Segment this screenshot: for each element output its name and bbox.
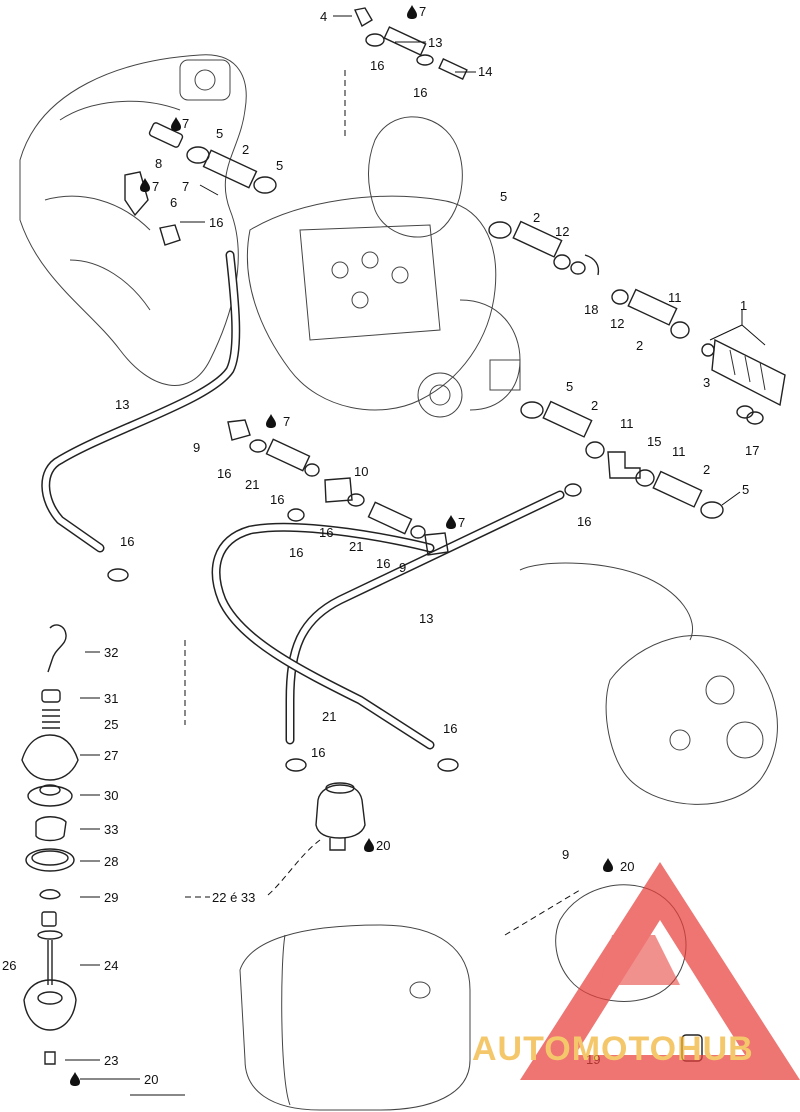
callout-7: 7 — [182, 116, 189, 131]
callout-16: 16 — [413, 85, 427, 100]
callout-20: 20 — [620, 859, 634, 874]
callout-28: 28 — [104, 854, 118, 869]
callout-17: 17 — [745, 443, 759, 458]
callout-16: 16 — [443, 721, 457, 736]
callout-16: 16 — [370, 58, 384, 73]
callout-3: 3 — [703, 375, 710, 390]
watermark-inner-mark — [600, 935, 680, 985]
oil-drop-icons — [70, 5, 613, 1086]
callout-16: 16 — [120, 534, 134, 549]
callout-13: 13 — [419, 611, 433, 626]
callout-15: 15 — [647, 434, 661, 449]
callout-21: 21 — [322, 709, 336, 724]
callout-7: 7 — [182, 179, 189, 194]
callout-5: 5 — [742, 482, 749, 497]
callout-2: 2 — [591, 398, 598, 413]
leader-lines — [65, 15, 766, 1096]
callout-labels: 4 7 13 16 14 16 7 5 8 2 5 7 7 6 16 5 2 1… — [2, 4, 759, 1087]
hose-assembly — [41, 250, 565, 750]
callout-25: 25 — [104, 717, 118, 732]
callout-2: 2 — [703, 462, 710, 477]
callout-27: 27 — [104, 748, 118, 763]
callout-32: 32 — [104, 645, 118, 660]
engine-ghost-outlines — [19, 54, 778, 1111]
callout-16: 16 — [209, 215, 223, 230]
callout-16: 16 — [270, 492, 284, 507]
callout-33: 33 — [104, 822, 118, 837]
callout-9: 9 — [399, 560, 406, 575]
oil-drop-icon — [603, 858, 613, 872]
callout-11: 11 — [620, 416, 634, 431]
callout-5: 5 — [276, 158, 283, 173]
callout-10: 10 — [354, 464, 368, 479]
callout-18: 18 — [584, 302, 598, 317]
callout-16: 16 — [217, 466, 231, 481]
callout-26: 26 — [2, 958, 16, 973]
callout-11: 11 — [668, 290, 682, 305]
oil-drop-icon — [364, 838, 374, 852]
callout-29: 29 — [104, 890, 118, 905]
oil-drop-icon — [70, 1072, 80, 1086]
callout-13: 13 — [428, 35, 442, 50]
watermark-logo: AUTOMOTOHUB — [472, 862, 800, 1080]
callout-2: 2 — [533, 210, 540, 225]
callout-14: 14 — [478, 64, 492, 79]
oil-drop-icon — [446, 515, 456, 529]
watermark-text: AUTOMOTOHUB — [472, 1030, 754, 1068]
callout-23: 23 — [104, 1053, 118, 1068]
callout-7: 7 — [419, 4, 426, 19]
callout-31: 31 — [104, 691, 118, 706]
callout-6: 6 — [170, 195, 177, 210]
callout-5: 5 — [566, 379, 573, 394]
callout-9: 9 — [193, 440, 200, 455]
callout-16: 16 — [577, 514, 591, 529]
callout-7: 7 — [152, 179, 159, 194]
callout-7: 7 — [458, 515, 465, 530]
callout-4: 4 — [320, 9, 327, 24]
callout-16: 16 — [319, 525, 333, 540]
oil-drop-icon — [140, 178, 150, 192]
callout-24: 24 — [104, 958, 118, 973]
callout-13: 13 — [115, 397, 129, 412]
callout-1: 1 — [740, 298, 747, 313]
callout-20: 20 — [144, 1072, 158, 1087]
callout-12: 12 — [555, 224, 569, 239]
callout-21: 21 — [245, 477, 259, 492]
hose-13-left — [41, 250, 241, 553]
oil-drop-icon — [171, 117, 181, 131]
callout-5: 5 — [500, 189, 507, 204]
callout-30: 30 — [104, 788, 118, 803]
callout-16: 16 — [376, 556, 390, 571]
oil-drop-icon — [266, 414, 276, 428]
callout-22-33: 22 é 33 — [212, 890, 255, 905]
callout-11: 11 — [672, 444, 686, 459]
callout-21: 21 — [349, 539, 363, 554]
callout-7: 7 — [283, 414, 290, 429]
callout-8: 8 — [155, 156, 162, 171]
callout-20: 20 — [376, 838, 390, 853]
callout-5: 5 — [216, 126, 223, 141]
callout-16: 16 — [311, 745, 325, 760]
callout-12: 12 — [610, 316, 624, 331]
callout-2: 2 — [242, 142, 249, 157]
callout-9: 9 — [562, 847, 569, 862]
parts — [21, 7, 786, 1065]
oil-drop-icon — [407, 5, 417, 19]
watermark-triangle — [520, 862, 800, 1080]
callout-16: 16 — [289, 545, 303, 560]
callout-2: 2 — [636, 338, 643, 353]
